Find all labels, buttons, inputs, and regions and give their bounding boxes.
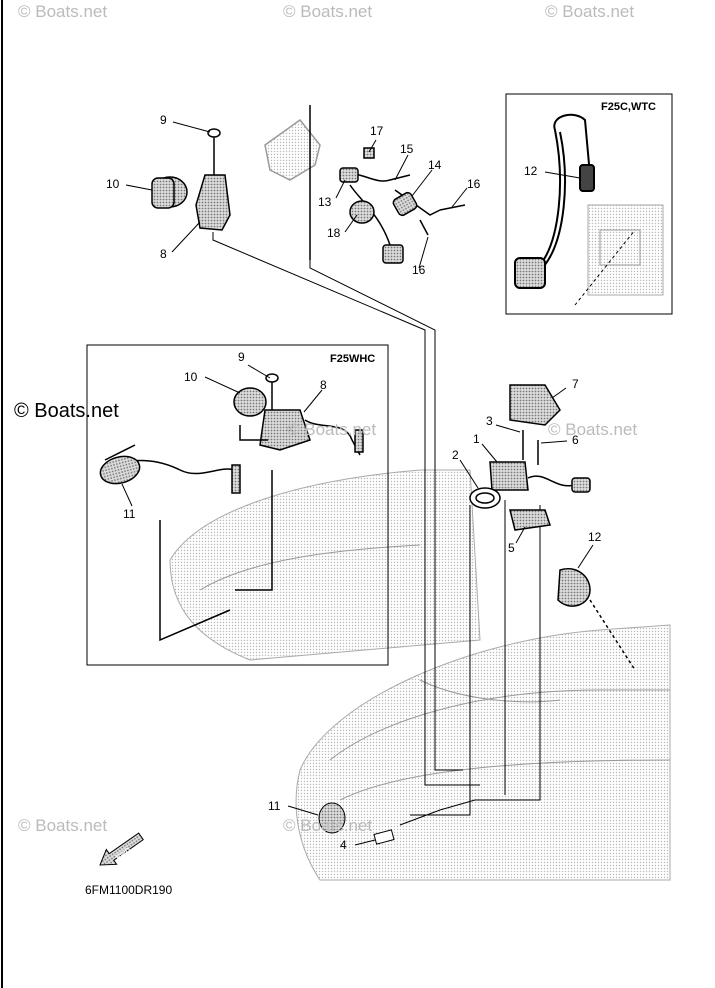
- watermark: © Boats.net: [18, 2, 108, 21]
- callout-number: 14: [428, 158, 442, 172]
- callout-number: 8: [320, 378, 327, 392]
- watermark: © Boats.net: [287, 420, 377, 439]
- callout-number: 7: [572, 377, 579, 391]
- bracket-assembly-top: [151, 128, 231, 231]
- callout-number: 13: [318, 195, 332, 209]
- callout-leaders: [121, 121, 594, 846]
- callout-number: 18: [327, 226, 341, 240]
- variant-label-top-right: F25C,WTC: [601, 101, 656, 113]
- callout-number: 5: [508, 541, 515, 555]
- callout-number: 1: [473, 432, 480, 446]
- watermark: © Boats.net: [545, 2, 635, 21]
- callout-number: 9: [160, 113, 167, 127]
- part-4-plate: [373, 829, 395, 845]
- watermark: © Boats.net: [18, 816, 108, 835]
- callout-number: 12: [588, 530, 602, 544]
- drawing-code: 6FM1100DR190: [85, 883, 173, 897]
- watermark: © Boats.net: [548, 420, 638, 439]
- side-watermark: © Boats.net: [14, 400, 119, 422]
- fwd-arrow-icon: [99, 832, 144, 866]
- callout-number: 11: [268, 799, 281, 813]
- callout-number: 4: [340, 838, 347, 852]
- callout-number: 2: [452, 448, 459, 462]
- inset-box-f25whc: [86, 344, 389, 666]
- watermark: © Boats.net: [283, 2, 373, 21]
- callout-number: 6: [572, 433, 579, 447]
- cable-part-12-top: [514, 113, 595, 289]
- callout-number: 11: [123, 507, 136, 521]
- watermark: © Boats.net: [283, 816, 373, 835]
- inset-cowl-outline: [169, 469, 481, 661]
- harness-assembly-top: [264, 105, 466, 264]
- callout-number: 3: [486, 414, 493, 428]
- inset-bracket-assembly: [99, 373, 364, 642]
- callout-number: 10: [184, 370, 198, 384]
- engine-cowl-outline: [295, 624, 671, 881]
- routing-lines: [212, 232, 541, 826]
- callout-number: 16: [412, 263, 426, 277]
- callout-number: 10: [106, 177, 120, 191]
- right-parts-cluster: [469, 384, 636, 671]
- callout-number: 17: [370, 124, 384, 138]
- inset-box-f25c-wtc: [505, 93, 673, 315]
- callout-number: 9: [238, 350, 245, 364]
- callout-number: 16: [467, 177, 481, 191]
- callout-number: 15: [400, 142, 414, 156]
- part-11-cap: [318, 802, 346, 834]
- variant-label-inset: F25WHC: [330, 353, 376, 365]
- callout-number: 8: [160, 247, 167, 261]
- callout-number: 12: [524, 164, 538, 178]
- inset-panel: [587, 204, 664, 296]
